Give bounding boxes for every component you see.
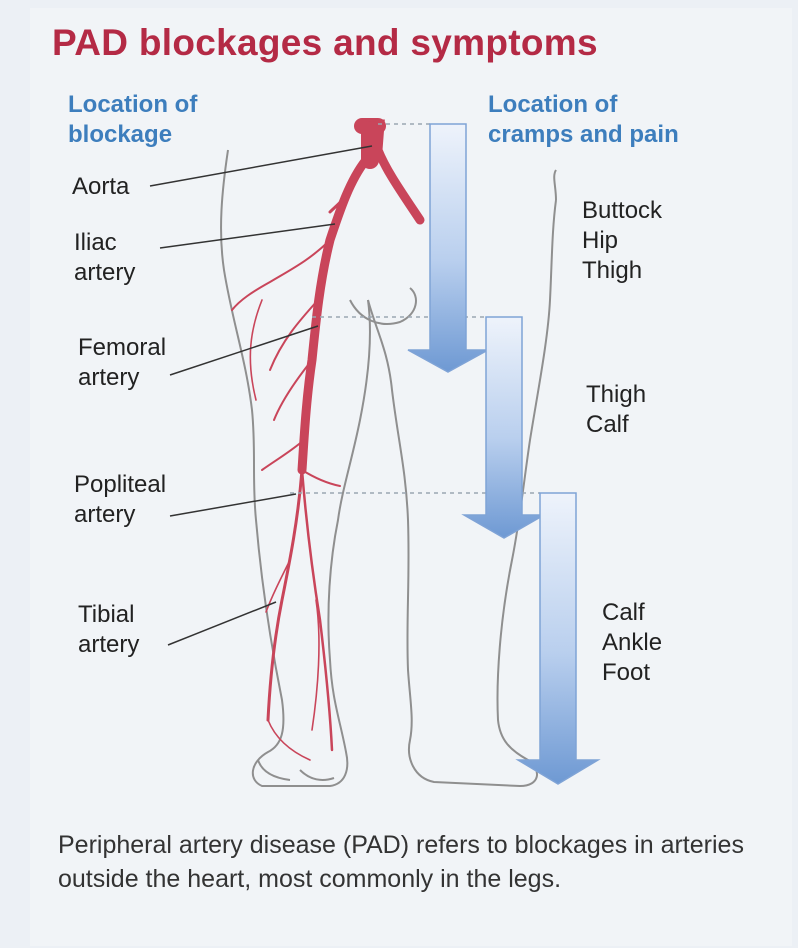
figure-caption: Peripheral artery disease (PAD) refers t… [58,828,758,896]
label-tibial-artery: Tibial artery [78,600,139,660]
label-femoral-artery: Femoral artery [78,333,166,393]
arrow-lower [518,493,598,784]
groin-outline [350,288,416,324]
leg-outline-left [221,150,370,786]
pain-arrows [408,124,598,784]
arrow-upper [408,124,488,372]
pain-label-upper: Buttock Hip Thigh [582,196,662,286]
label-aorta: Aorta [72,172,129,202]
pain-label-middle: Thigh Calf [586,380,646,440]
label-popliteal-artery: Popliteal artery [74,470,166,530]
pain-label-lower: Calf Ankle Foot [602,598,662,688]
label-iliac-artery: Iliac artery [74,228,135,288]
artery-tree [232,124,420,760]
